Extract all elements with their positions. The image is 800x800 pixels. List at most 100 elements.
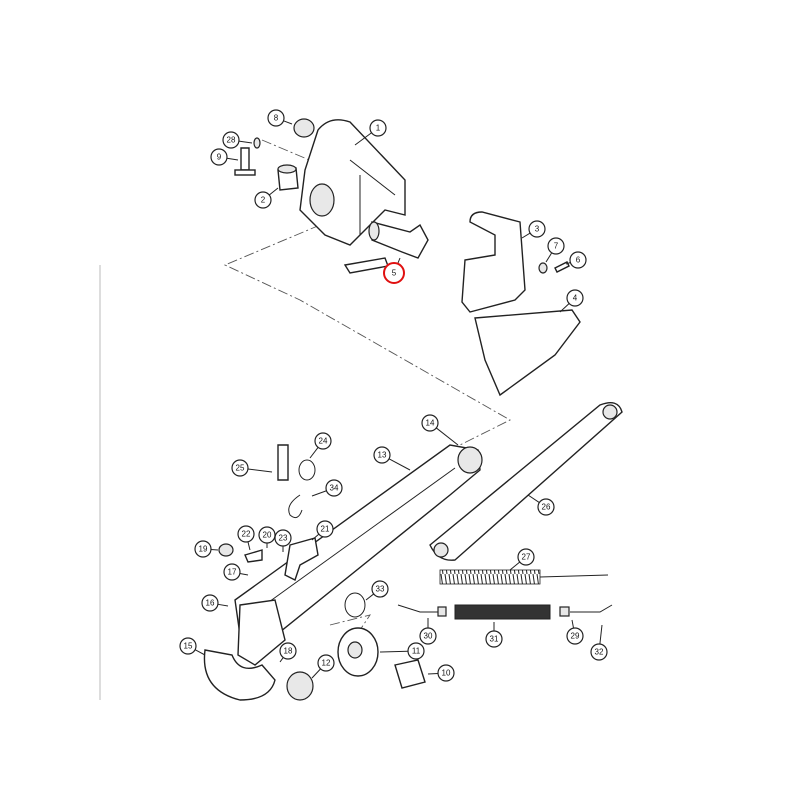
callout-3[interactable]: 3 <box>521 220 546 239</box>
ring-24 <box>298 459 316 481</box>
leader-line <box>599 624 603 645</box>
callout-17[interactable]: 17 <box>223 563 249 581</box>
callout-circle <box>373 446 391 464</box>
callout-number: 25 <box>236 464 245 473</box>
callout-number: 13 <box>378 451 387 460</box>
leader-line <box>527 494 540 503</box>
callout-circle <box>223 563 241 581</box>
callout-circle <box>314 432 332 450</box>
bushing-12 <box>286 671 314 701</box>
callout-circle <box>437 664 455 682</box>
plate-22 <box>244 549 263 563</box>
callout-31[interactable]: 31 <box>485 622 503 648</box>
callout-circle <box>566 289 584 307</box>
callout-34[interactable]: 34 <box>311 479 343 497</box>
callout-circle <box>421 414 439 432</box>
callout-number: 28 <box>227 136 236 145</box>
washer-28 <box>253 137 261 149</box>
leader-line <box>559 303 570 313</box>
leader-line <box>388 458 411 471</box>
callout-circle <box>222 131 240 149</box>
callout-12[interactable]: 12 <box>311 654 335 679</box>
callout-circle <box>407 642 425 660</box>
callout-32[interactable]: 32 <box>590 624 608 661</box>
callout-number: 6 <box>576 256 581 265</box>
check-link-26 <box>429 402 623 561</box>
callout-15[interactable]: 15 <box>179 637 206 656</box>
callout-7[interactable]: 7 <box>545 237 565 263</box>
callout-number: 7 <box>554 242 559 251</box>
callout-33[interactable]: 33 <box>365 580 389 601</box>
guard-4 <box>474 309 581 397</box>
callout-number: 10 <box>442 669 451 678</box>
callout-8[interactable]: 8 <box>267 109 293 127</box>
leader-line <box>545 252 553 263</box>
rod-29 <box>559 604 613 617</box>
callout-6[interactable]: 6 <box>565 251 587 269</box>
callout-circle <box>194 540 212 558</box>
callout-circle <box>210 148 228 166</box>
callout-16[interactable]: 16 <box>201 594 229 612</box>
callout-21[interactable]: 21 <box>311 520 334 541</box>
callout-number: 20 <box>263 531 272 540</box>
callout-circle <box>528 220 546 238</box>
plate-3 <box>461 211 526 313</box>
callout-29[interactable]: 29 <box>566 619 584 645</box>
callout-4[interactable]: 4 <box>559 289 584 313</box>
callout-circle <box>566 627 584 645</box>
callout-circle <box>254 191 272 209</box>
callout-number: 8 <box>274 114 279 123</box>
callout-19[interactable]: 19 <box>194 540 219 558</box>
callout-circle <box>369 119 387 137</box>
callout-23[interactable]: 23 <box>274 529 292 552</box>
callout-30[interactable]: 30 <box>419 618 437 645</box>
callout-number: 27 <box>522 553 531 562</box>
callout-number: 29 <box>571 632 580 641</box>
callout-24[interactable]: 24 <box>309 432 332 459</box>
callout-number: 19 <box>199 545 208 554</box>
leader-line <box>226 157 239 161</box>
callout-circle <box>267 109 285 127</box>
hook-15 <box>203 599 286 701</box>
callout-circle <box>316 520 334 538</box>
callout-18[interactable]: 18 <box>279 642 297 663</box>
callout-14[interactable]: 14 <box>421 414 459 446</box>
callout-5-highlighted[interactable]: 5 <box>383 257 405 284</box>
spring-31 <box>454 604 551 620</box>
callout-28[interactable]: 28 <box>222 131 253 149</box>
callout-20[interactable]: 20 <box>258 526 276 548</box>
callout-27[interactable]: 27 <box>509 548 535 571</box>
callout-number: 4 <box>573 294 578 303</box>
bushing-2 <box>277 164 299 191</box>
leader-line <box>565 262 571 265</box>
callout-number: 30 <box>424 632 433 641</box>
callout-circle <box>237 525 255 543</box>
callout-circle <box>537 498 555 516</box>
callout-25[interactable]: 25 <box>231 459 273 477</box>
callout-number: 34 <box>330 484 339 493</box>
leader-line <box>435 427 459 446</box>
callout-9[interactable]: 9 <box>210 148 239 166</box>
callout-number: 5 <box>392 269 397 278</box>
callout-circle <box>590 643 608 661</box>
callout-number: 11 <box>412 647 421 656</box>
callout-1[interactable]: 1 <box>354 119 387 146</box>
callout-11[interactable]: 11 <box>379 642 425 660</box>
callout-circle <box>201 594 219 612</box>
callout-13[interactable]: 13 <box>373 446 411 471</box>
callout-number: 3 <box>535 225 540 234</box>
callout-number: 2 <box>261 196 266 205</box>
callout-circle <box>279 642 297 660</box>
callout-number: 16 <box>206 599 215 608</box>
nut-7 <box>538 262 548 274</box>
callout-circle <box>547 237 565 255</box>
leader-line <box>365 593 375 601</box>
callout-circle <box>231 459 249 477</box>
callout-circle <box>383 262 405 284</box>
leader-line <box>238 140 253 144</box>
callout-26[interactable]: 26 <box>527 494 555 516</box>
callout-22[interactable]: 22 <box>237 525 255 551</box>
callout-number: 1 <box>376 124 381 133</box>
callout-10[interactable]: 10 <box>427 664 455 682</box>
callout-2[interactable]: 2 <box>254 187 279 209</box>
